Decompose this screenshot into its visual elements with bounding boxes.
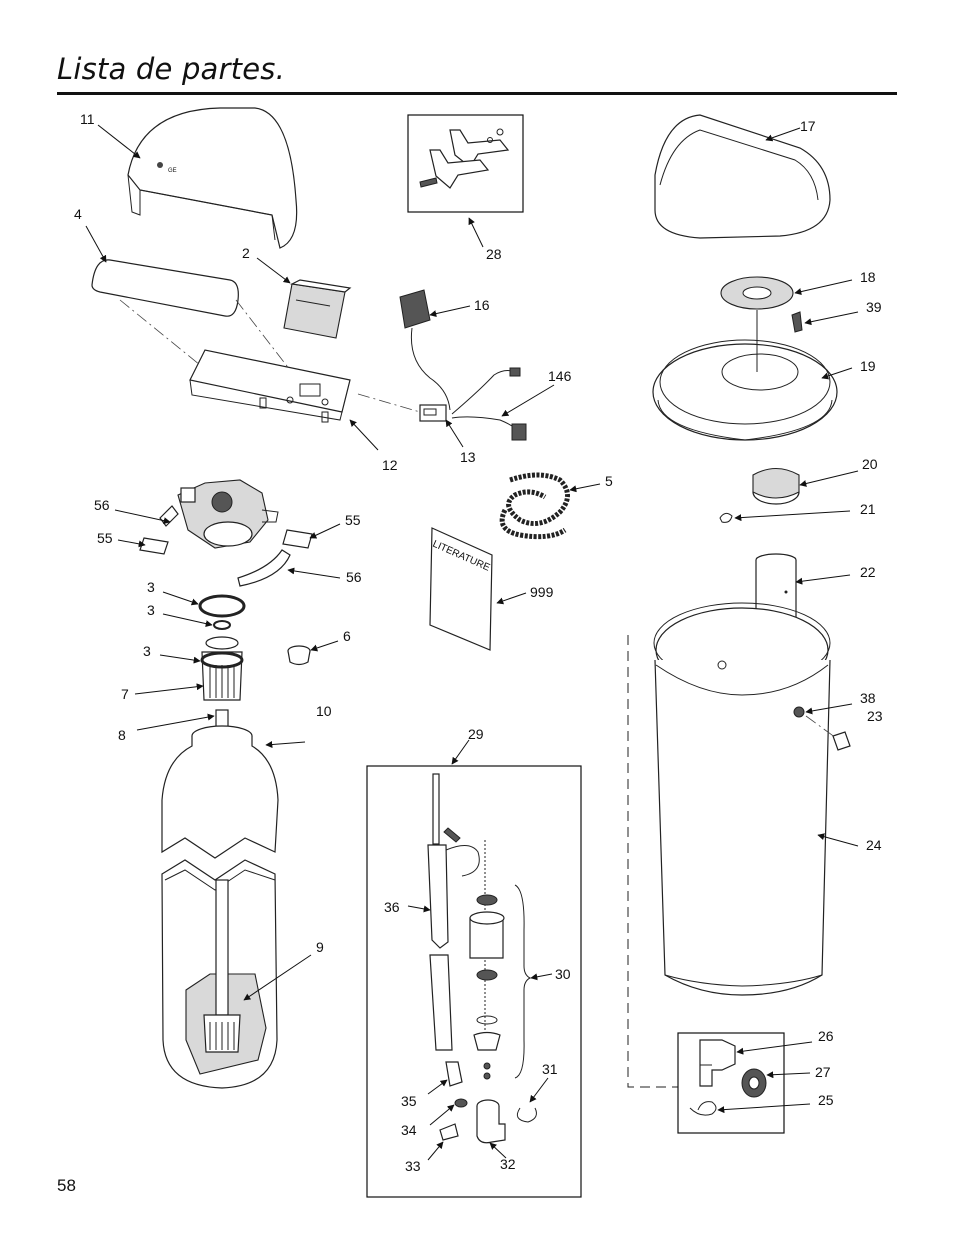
callout-2: 2 bbox=[242, 245, 250, 261]
part-56-bracket-bottom bbox=[237, 549, 291, 587]
part-17-lid bbox=[654, 114, 831, 239]
callout-16: 16 bbox=[474, 297, 490, 313]
part-3-oring-large bbox=[198, 594, 246, 618]
callout-30: 30 bbox=[555, 966, 571, 982]
callout-8: 8 bbox=[118, 727, 126, 743]
callout-29: 29 bbox=[468, 726, 484, 742]
part-20-cap bbox=[752, 467, 800, 505]
callout-56a: 56 bbox=[94, 497, 110, 513]
part-25-clamp bbox=[689, 1101, 717, 1116]
callout-27: 27 bbox=[815, 1064, 831, 1080]
callout-32: 32 bbox=[500, 1156, 516, 1172]
callout-19: 19 bbox=[860, 358, 876, 374]
part-55-plate-right bbox=[282, 529, 313, 549]
callout-3a: 3 bbox=[147, 579, 155, 595]
part-29-box bbox=[366, 765, 582, 1198]
callout-31: 31 bbox=[542, 1061, 558, 1077]
callout-55a: 55 bbox=[97, 530, 113, 546]
part-146-harness bbox=[451, 367, 527, 441]
part-11-control-cover: GE bbox=[127, 107, 298, 249]
callout-34: 34 bbox=[401, 1122, 417, 1138]
callout-4: 4 bbox=[74, 206, 82, 222]
callout-3b: 3 bbox=[147, 602, 155, 618]
part-35-fitting bbox=[445, 1061, 463, 1087]
callout-10: 10 bbox=[316, 703, 332, 719]
part-19-tank-top bbox=[652, 310, 838, 441]
page-number: 58 bbox=[57, 1176, 76, 1195]
page-title: Lista de partes. bbox=[57, 52, 285, 86]
callout-56b: 56 bbox=[346, 569, 362, 585]
part-31-clip bbox=[516, 1107, 537, 1123]
part-23-overflow bbox=[832, 731, 851, 751]
callout-39: 39 bbox=[866, 299, 882, 315]
callout-6: 6 bbox=[343, 628, 351, 644]
callout-146: 146 bbox=[548, 368, 572, 384]
part-2-display-module bbox=[283, 279, 352, 339]
part-16-transformer bbox=[399, 289, 451, 411]
part-28-brackets bbox=[419, 128, 510, 189]
part-7-basket bbox=[200, 636, 244, 701]
part-24-salt-tank bbox=[653, 602, 831, 996]
part-12-control-panel bbox=[189, 349, 351, 423]
callout-38: 38 bbox=[860, 690, 876, 706]
callout-7: 7 bbox=[121, 686, 129, 702]
part-999-literature: LITERATURE bbox=[429, 527, 493, 651]
part-34-oring bbox=[454, 1098, 468, 1108]
part-26-27-25-box bbox=[677, 1032, 785, 1134]
part-32-elbow bbox=[476, 1099, 506, 1144]
part-10-resin-tank bbox=[161, 725, 279, 1089]
part-5-tubing bbox=[499, 472, 570, 540]
callout-3c: 3 bbox=[143, 643, 151, 659]
callout-26: 26 bbox=[818, 1028, 834, 1044]
part-33-retainer bbox=[439, 1123, 459, 1141]
callout-5: 5 bbox=[605, 473, 613, 489]
part-26-elbow bbox=[699, 1039, 736, 1087]
part-6-adapter bbox=[287, 645, 311, 666]
callout-13: 13 bbox=[460, 449, 476, 465]
callout-20: 20 bbox=[862, 456, 878, 472]
part-28-box bbox=[407, 114, 524, 213]
part-21-clip bbox=[719, 512, 733, 523]
part-valve-body bbox=[177, 479, 279, 549]
part-18-washer bbox=[720, 276, 794, 310]
callout-24: 24 bbox=[866, 837, 882, 853]
callout-999: 999 bbox=[530, 584, 554, 600]
part-4-overlay bbox=[91, 259, 239, 317]
part-55-plate-left bbox=[139, 537, 169, 555]
callout-22: 22 bbox=[860, 564, 876, 580]
part-30-float-assembly bbox=[469, 840, 532, 1080]
callout-23: 23 bbox=[867, 708, 883, 724]
callout-17: 17 bbox=[800, 118, 816, 134]
callout-18: 18 bbox=[860, 269, 876, 285]
part-56-bracket-top bbox=[159, 505, 179, 527]
part-27-seal bbox=[741, 1068, 767, 1098]
callout-36: 36 bbox=[384, 899, 400, 915]
callout-25: 25 bbox=[818, 1092, 834, 1108]
callout-9: 9 bbox=[316, 939, 324, 955]
callout-55b: 55 bbox=[345, 512, 361, 528]
part-39-clip bbox=[791, 311, 803, 333]
svg-text:GE: GE bbox=[168, 168, 177, 174]
callout-12: 12 bbox=[382, 457, 398, 473]
title-rule bbox=[57, 92, 897, 95]
callout-35: 35 bbox=[401, 1093, 417, 1109]
callout-21: 21 bbox=[860, 501, 876, 517]
callout-28: 28 bbox=[486, 246, 502, 262]
part-3-oring-small bbox=[213, 620, 231, 630]
part-38-grommet bbox=[793, 706, 805, 718]
part-13-circuit bbox=[419, 404, 447, 422]
callout-11: 11 bbox=[80, 111, 95, 127]
part-36-brine-tube bbox=[427, 773, 480, 1051]
callout-33: 33 bbox=[405, 1158, 421, 1174]
